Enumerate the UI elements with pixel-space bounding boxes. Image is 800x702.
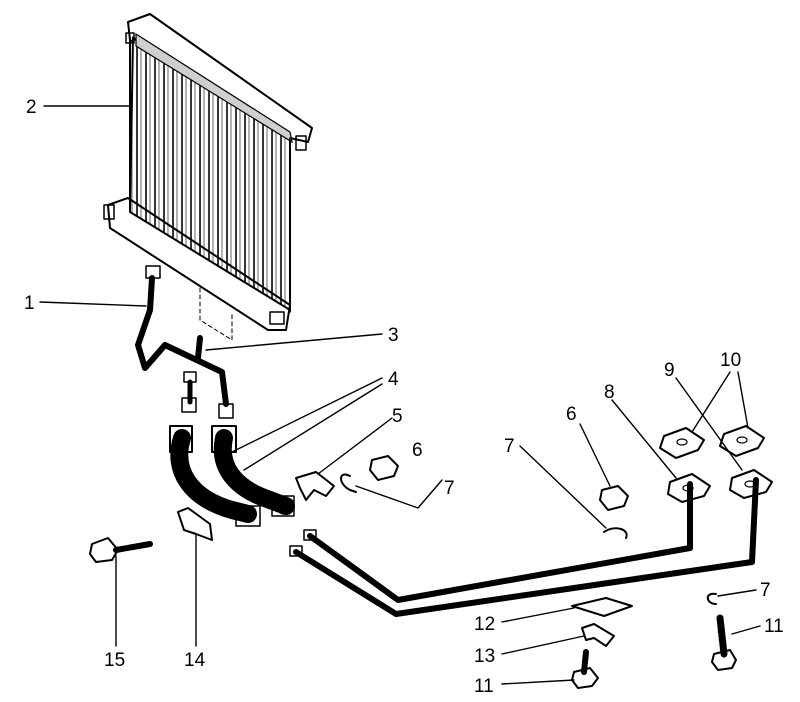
callout-2: 2 [26,97,37,118]
gasket-left [659,427,705,459]
callout-1: 1 [24,293,35,314]
callout-3: 3 [388,325,399,346]
gasket-right [719,425,765,457]
stud [195,335,203,361]
callout-14: 14 [184,650,206,671]
clip [295,471,335,501]
callout-15: 15 [104,650,125,671]
nut [369,455,399,481]
drain-valve [89,537,153,563]
long-oil-pipes [289,469,773,617]
callout-7-right: 7 [504,436,515,457]
oil-cooler [103,13,313,341]
callout-7: 7 [444,478,455,499]
snap-ring-right [603,527,628,539]
callout-4: 4 [388,369,399,390]
callout-11-lower: 11 [474,676,494,697]
callout-5: 5 [392,406,403,427]
callout-11-right: 11 [764,616,784,637]
callout-6: 6 [412,440,423,461]
cooler-pipe-assembly [135,275,234,419]
bolt-right [711,614,737,671]
flexible-hoses [169,425,295,527]
snap-ring-lower [706,592,717,605]
clip-lower [177,507,213,541]
callout-9: 9 [664,360,675,381]
callout-8: 8 [604,382,615,403]
callout-10: 10 [720,350,741,371]
bolt-lower [571,649,599,689]
bracket-plate [571,597,633,617]
callout-6-right: 6 [566,404,577,425]
clip-13 [581,623,615,647]
snap-ring [340,473,357,493]
callout-12: 12 [474,614,495,635]
leader-lines [39,105,761,685]
callout-7-lower: 7 [760,580,771,601]
callout-labels: 2 1 3 4 5 6 7 7 6 8 9 10 7 11 12 13 11 1… [24,97,784,697]
nut-right [599,485,629,511]
callout-13: 13 [474,646,495,667]
